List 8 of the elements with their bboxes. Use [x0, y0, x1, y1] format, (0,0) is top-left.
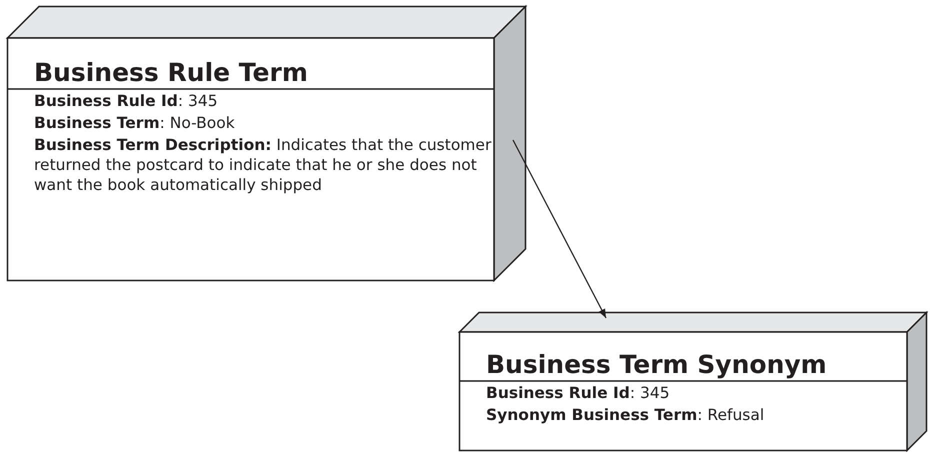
node-heading: Business Term Synonym	[486, 350, 827, 380]
attribute-text: Synonym Business Term: Refusal	[486, 405, 766, 425]
node-heading: Business Rule Term	[34, 58, 308, 88]
arrow	[512, 140, 607, 318]
attribute-text: Business Rule Id: 345	[34, 91, 219, 111]
attribute-text: Business Rule Id: 345	[486, 383, 671, 403]
attribute-text: Business Term: No-Book	[34, 113, 236, 133]
attribute-text: Business Term Description: Indicates that the customer returned the postcard to indicate that he or she does not want the book automatically shipped	[34, 135, 492, 195]
